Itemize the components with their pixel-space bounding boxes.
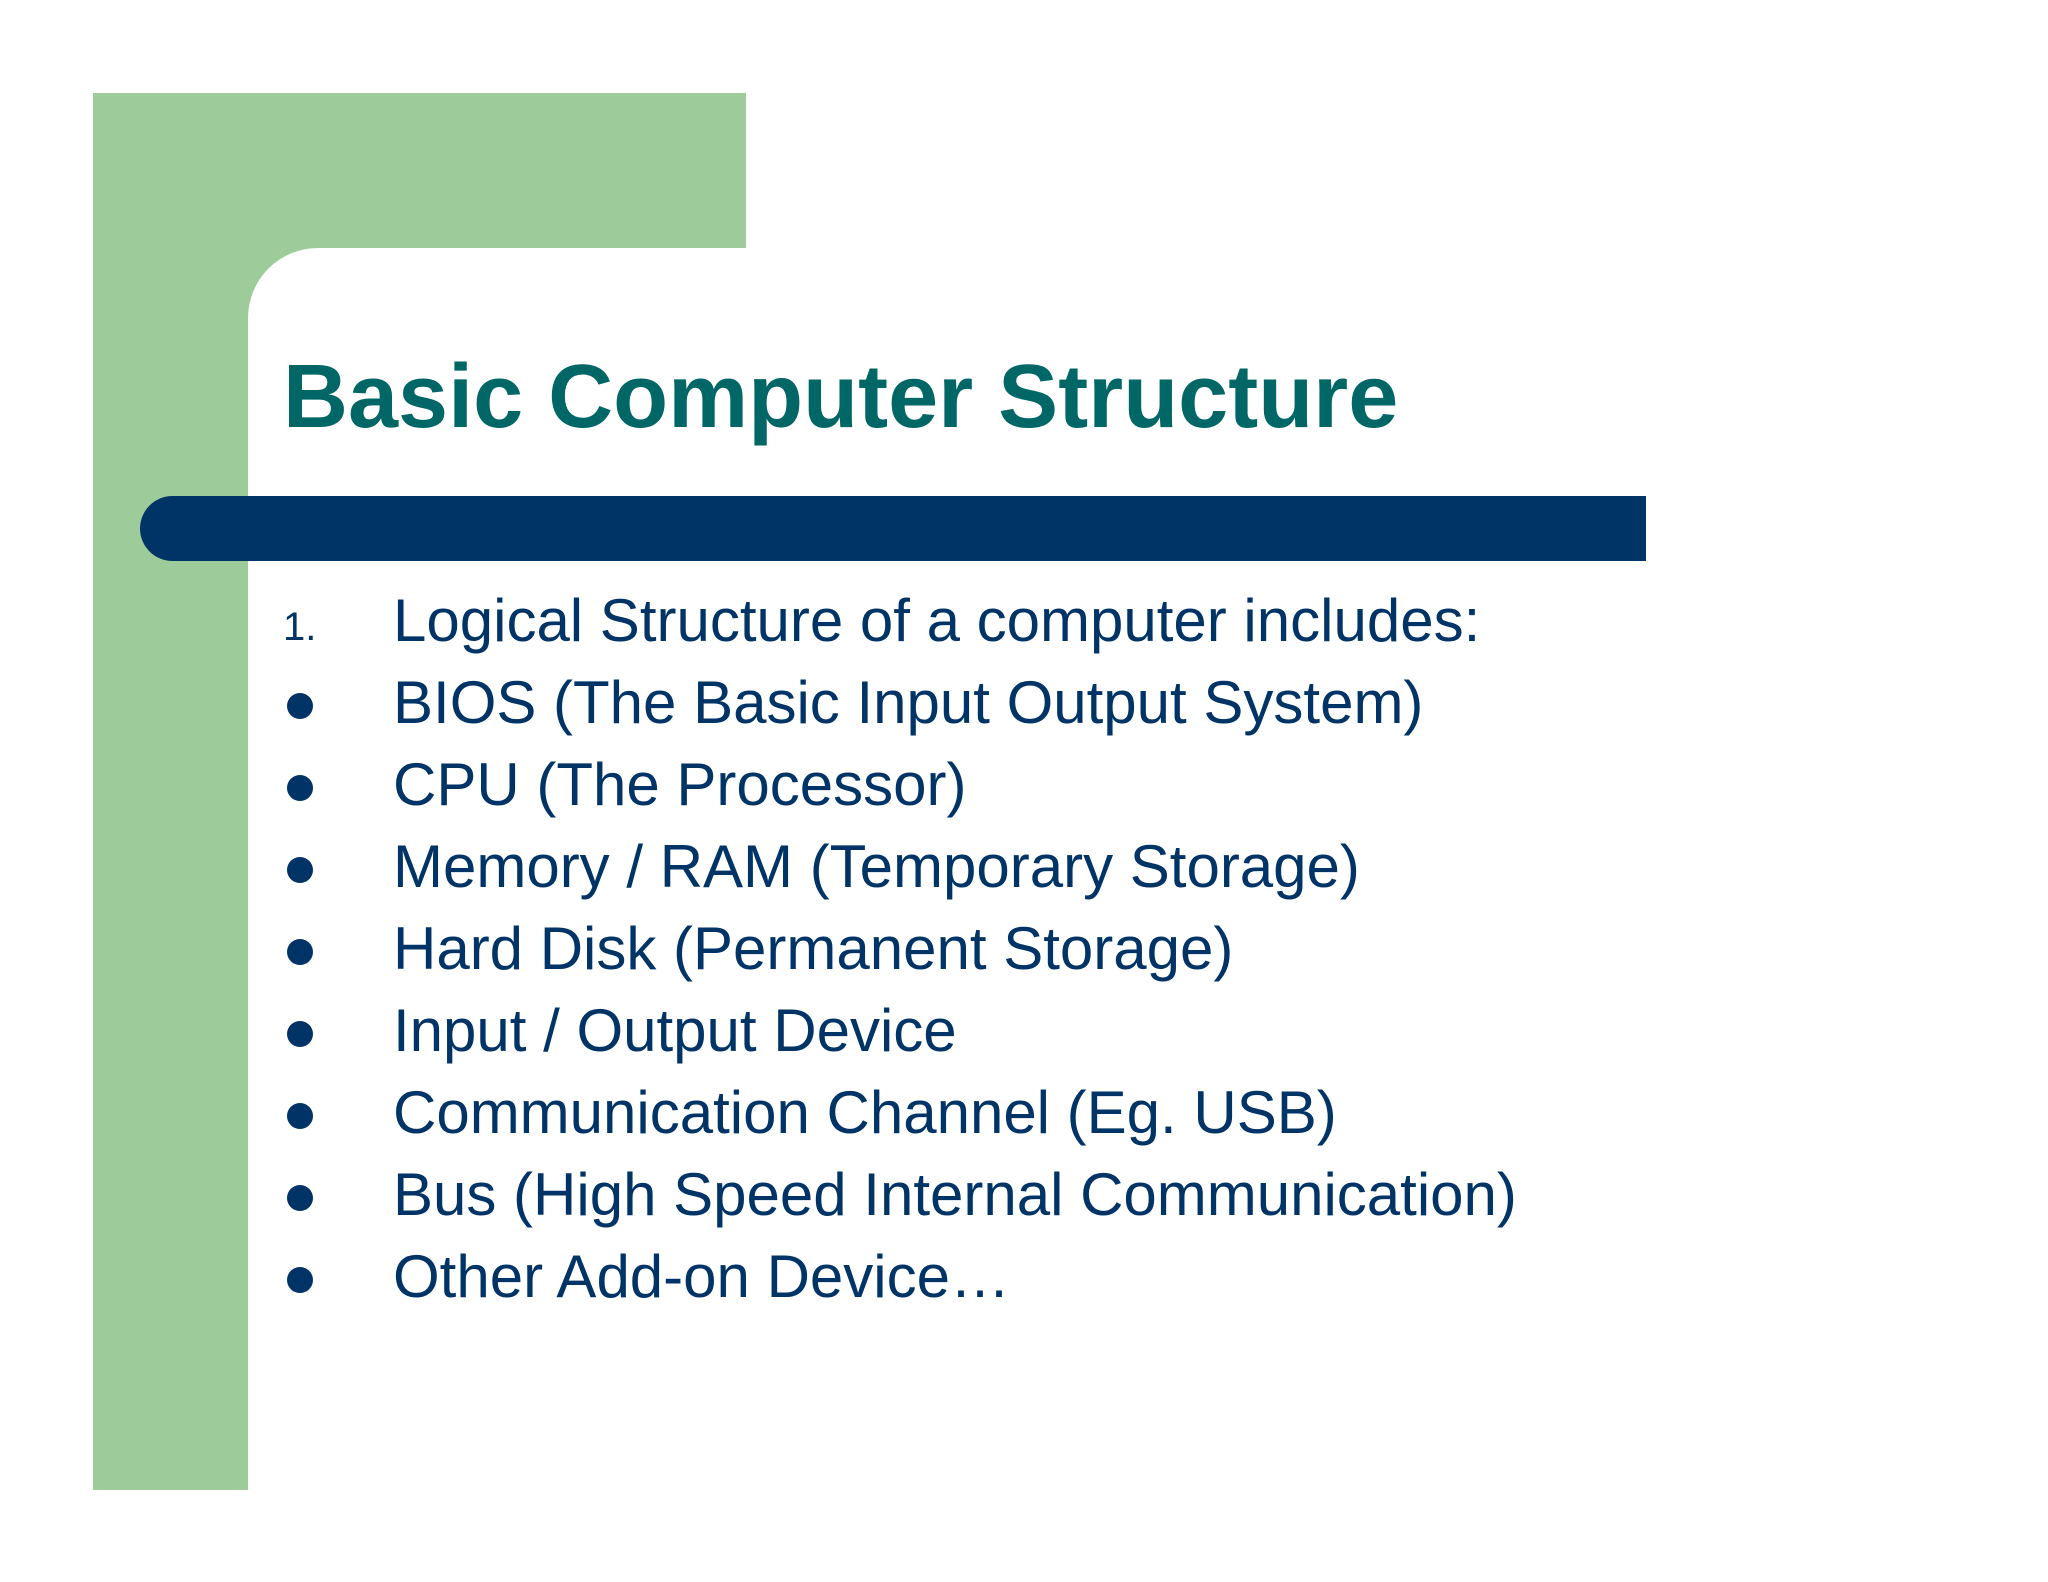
list-item: Input / Output Device [283,990,1783,1072]
decorative-frame-corner-curve [248,248,388,388]
list-item-text: Hard Disk (Permanent Storage) [393,915,1234,982]
bullet-marker [283,1154,363,1236]
bullet-dot-icon [287,1103,313,1129]
slide-title: Basic Computer Structure [283,347,1399,447]
bullet-dot-icon [287,1021,313,1047]
bullet-dot-icon [287,693,313,719]
item-number: 1. [283,605,317,649]
list-item: BIOS (The Basic Input Output System) [283,662,1783,744]
list-item: Other Add-on Device… [283,1236,1783,1318]
list-item: Hard Disk (Permanent Storage) [283,908,1783,990]
list-item-text: Input / Output Device [393,997,957,1064]
bullet-marker [283,1072,363,1154]
bullet-marker [283,990,363,1072]
list-item-text: CPU (The Processor) [393,751,967,818]
list-item-text: Other Add-on Device… [393,1243,1010,1310]
list-item-text: BIOS (The Basic Input Output System) [393,669,1424,736]
bullet-marker [283,1236,363,1318]
bullet-marker [283,826,363,908]
bullet-marker [283,908,363,990]
bullet-dot-icon [287,1185,313,1211]
number-marker: 1. [283,580,363,662]
bullet-dot-icon [287,939,313,965]
list-item-text: Logical Structure of a computer includes… [393,587,1481,654]
decorative-frame-left [93,93,248,1490]
list-item: CPU (The Processor) [283,744,1783,826]
list-item-text: Memory / RAM (Temporary Storage) [393,833,1360,900]
list-item: Bus (High Speed Internal Communication) [283,1154,1783,1236]
list-item: Communication Channel (Eg. USB) [283,1072,1783,1154]
list-item: Memory / RAM (Temporary Storage) [283,826,1783,908]
bullet-dot-icon [287,1267,313,1293]
bullet-dot-icon [287,775,313,801]
list-item-text: Communication Channel (Eg. USB) [393,1079,1337,1146]
list-item: 1. Logical Structure of a computer includ… [283,580,1783,662]
bullet-dot-icon [287,857,313,883]
list-item-text: Bus (High Speed Internal Communication) [393,1161,1517,1228]
bullet-marker [283,662,363,744]
title-underline-bar [140,496,1646,561]
bullet-marker [283,744,363,826]
bullet-list: 1. Logical Structure of a computer includ… [283,580,1783,1318]
